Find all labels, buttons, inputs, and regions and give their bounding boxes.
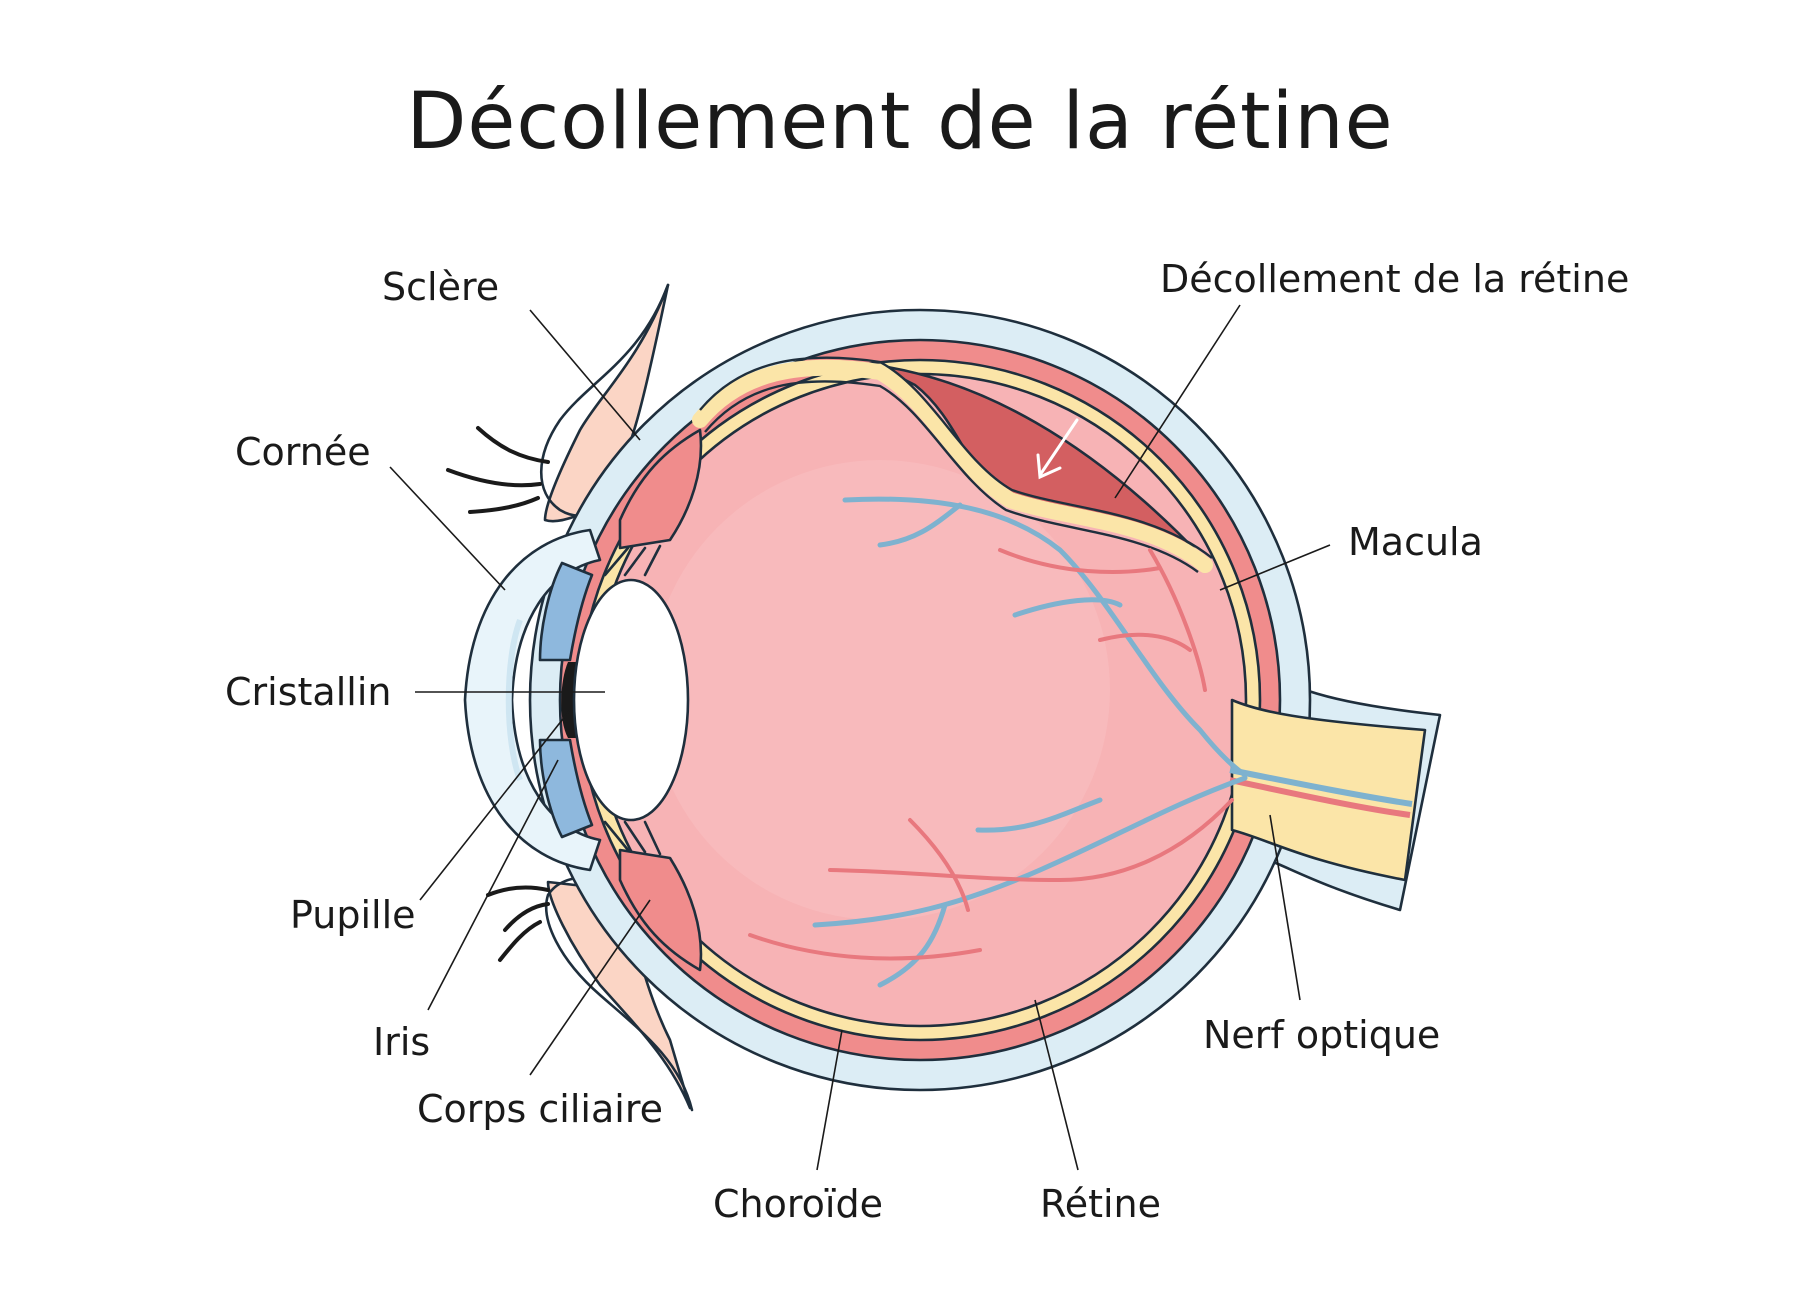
leader-cornee bbox=[389, 466, 506, 591]
diagram-title: Décollement de la rétine bbox=[406, 77, 1393, 167]
lens bbox=[572, 578, 690, 822]
label-corps-ciliaire: Corps ciliaire bbox=[417, 1087, 663, 1131]
label-cristallin: Cristallin bbox=[225, 670, 391, 714]
retinal-veins bbox=[812, 496, 1248, 988]
retinal-arteries bbox=[748, 548, 1234, 961]
leader-choroide bbox=[816, 1029, 843, 1171]
label-macula: Macula bbox=[1348, 520, 1483, 564]
lower-eyelashes bbox=[486, 885, 550, 962]
leader-pupille bbox=[419, 709, 571, 901]
label-cornee: Cornée bbox=[235, 430, 371, 474]
label-sclere: Sclère bbox=[382, 265, 499, 309]
cornea-inner bbox=[505, 618, 523, 782]
vitreous-highlight bbox=[650, 460, 1110, 920]
detached-retina-fold-outline-inner bbox=[704, 380, 1199, 573]
leader-iris bbox=[427, 759, 559, 1011]
leader-corps-ciliaire bbox=[529, 899, 651, 1076]
label-pupille: Pupille bbox=[290, 893, 416, 937]
label-iris: Iris bbox=[373, 1020, 430, 1064]
optic-nerve-vessel-blue bbox=[1229, 767, 1413, 807]
iris-lower bbox=[538, 738, 594, 839]
leader-sclere bbox=[529, 309, 641, 441]
optic-nerve-vessel-red bbox=[1229, 777, 1411, 818]
label-nerf-optique: Nerf optique bbox=[1203, 1013, 1440, 1057]
leader-decollement bbox=[1114, 304, 1241, 499]
label-retine: Rétine bbox=[1040, 1182, 1161, 1226]
detachment-arrow bbox=[1036, 418, 1079, 480]
iris-upper bbox=[538, 561, 594, 662]
leader-nerf-optique bbox=[1269, 814, 1301, 1001]
ciliary-body-lower bbox=[618, 848, 703, 972]
cornea bbox=[463, 528, 602, 872]
leader-macula bbox=[1219, 544, 1331, 591]
ciliary-body-upper bbox=[618, 428, 703, 550]
detached-retina-fold-outline bbox=[699, 356, 1213, 559]
detached-retina-fold bbox=[692, 359, 1213, 573]
upper-eyelashes bbox=[446, 426, 550, 514]
label-choroide: Choroïde bbox=[713, 1182, 883, 1226]
zonule-fibers bbox=[603, 544, 662, 856]
label-decollement: Décollement de la rétine bbox=[1160, 257, 1629, 301]
upper-eyelid bbox=[543, 283, 670, 523]
lower-eyelid-outline bbox=[544, 875, 694, 1112]
leader-retine bbox=[1034, 999, 1079, 1171]
